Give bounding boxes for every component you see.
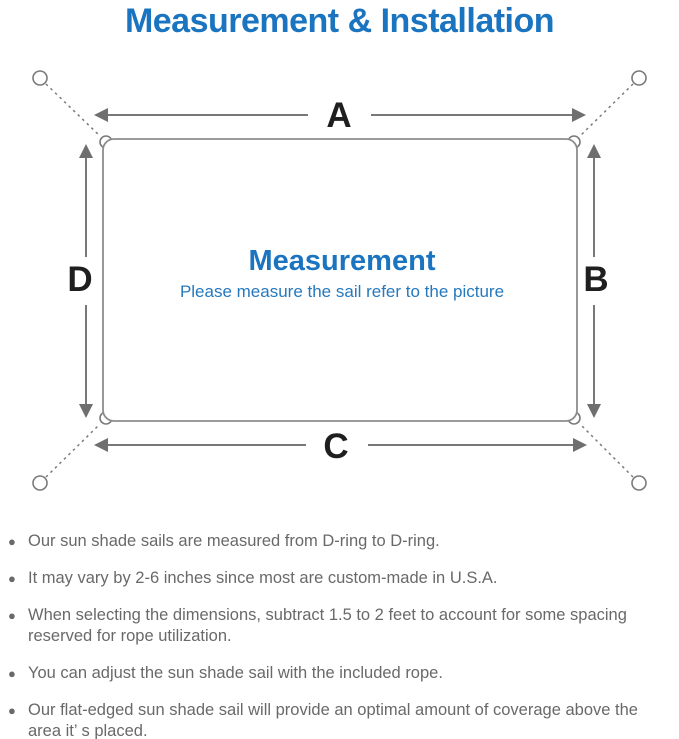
page-title: Measurement & Installation bbox=[124, 2, 555, 40]
dimension-label-c: C bbox=[323, 427, 348, 466]
corner-ropes bbox=[45, 83, 634, 478]
sail-measurement-diagram: A C D B Measurem bbox=[32, 70, 647, 491]
arrowhead-left-icon bbox=[94, 438, 108, 452]
dimension-label-d: D bbox=[67, 260, 92, 299]
arrowhead-right-icon bbox=[573, 438, 587, 452]
note-text: Our sun shade sails are measured from D-… bbox=[28, 532, 440, 550]
note-text: When selecting the dimensions, subtract … bbox=[28, 606, 627, 645]
anchor-point-icon bbox=[631, 475, 647, 491]
anchor-point-icon bbox=[631, 70, 647, 86]
bullet-icon: ● bbox=[8, 571, 16, 586]
list-item: ● Our flat-edged sun shade sail will pro… bbox=[8, 700, 670, 739]
anchor-point-icon bbox=[32, 70, 48, 86]
arrowhead-up-icon bbox=[79, 144, 93, 158]
list-item: ● Our sun shade sails are measured from … bbox=[8, 531, 670, 552]
dimension-b-arrowheads bbox=[587, 144, 601, 418]
note-text: Our flat-edged sun shade sail will provi… bbox=[28, 701, 638, 739]
dimension-label-a: A bbox=[326, 96, 351, 135]
dimension-d-arrowheads bbox=[79, 144, 93, 418]
notes-list: ● Our sun shade sails are measured from … bbox=[8, 531, 670, 739]
list-item: ● When selecting the dimensions, subtrac… bbox=[8, 605, 670, 647]
sail-panel bbox=[102, 138, 578, 422]
arrowhead-up-icon bbox=[587, 144, 601, 158]
note-text: It may vary by 2-6 inches since most are… bbox=[28, 569, 498, 587]
rope-top-right bbox=[579, 83, 634, 137]
bullet-icon: ● bbox=[8, 703, 16, 718]
list-item: ● It may vary by 2-6 inches since most a… bbox=[8, 568, 670, 589]
arrowhead-left-icon bbox=[94, 108, 108, 122]
arrowhead-right-icon bbox=[572, 108, 586, 122]
rope-bottom-left bbox=[45, 423, 101, 478]
dimension-c-arrowheads bbox=[94, 438, 587, 452]
diagram-center-subtitle: Please measure the sail refer to the pic… bbox=[180, 282, 504, 301]
dimension-a-arrowheads bbox=[94, 108, 586, 122]
rope-top-left bbox=[45, 83, 101, 137]
anchor-points bbox=[32, 70, 647, 491]
list-item: ● You can adjust the sun shade sail with… bbox=[8, 663, 670, 684]
bullet-icon: ● bbox=[8, 534, 16, 549]
bullet-icon: ● bbox=[8, 666, 16, 681]
diagram-center-title: Measurement bbox=[249, 245, 436, 277]
note-text: You can adjust the sun shade sail with t… bbox=[28, 664, 443, 682]
dimension-label-b: B bbox=[583, 260, 608, 299]
arrowhead-down-icon bbox=[587, 404, 601, 418]
arrowhead-down-icon bbox=[79, 404, 93, 418]
rope-bottom-right bbox=[579, 423, 634, 478]
anchor-point-icon bbox=[32, 475, 48, 491]
bullet-icon: ● bbox=[8, 608, 16, 623]
